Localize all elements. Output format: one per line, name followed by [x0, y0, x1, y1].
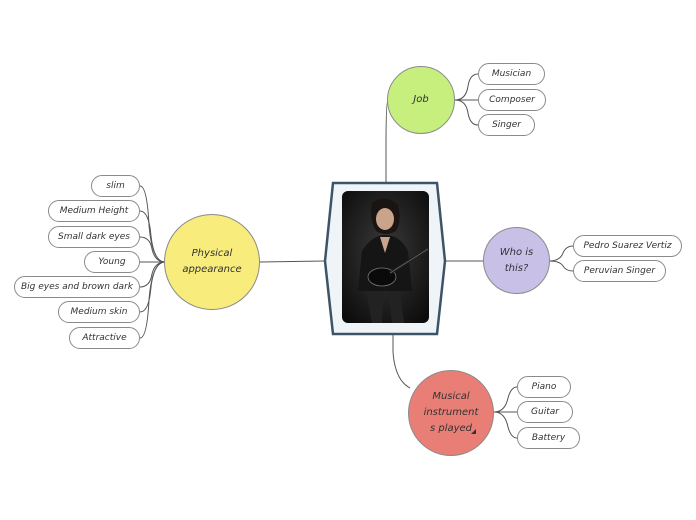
leaf-medium-height[interactable]: Medium Height — [48, 200, 140, 222]
leaf-big-eyes-and-brown-dark[interactable]: Big eyes and brown dark — [14, 276, 140, 298]
singer-photo-icon[interactable] — [342, 191, 429, 323]
node-who-label: Who is this? — [499, 246, 534, 274]
leaf-singer[interactable]: Singer — [478, 114, 535, 136]
collapse-toggle-icon[interactable] — [471, 429, 476, 434]
node-physical-appearance[interactable]: Physical appearance — [164, 214, 260, 310]
node-job[interactable]: Job — [387, 66, 455, 134]
node-job-label: Job — [413, 94, 429, 105]
leaf-peruvian-singer[interactable]: Peruvian Singer — [573, 260, 666, 282]
leaf-medium-skin[interactable]: Medium skin — [58, 301, 140, 323]
node-physical-label: Physical appearance — [182, 248, 242, 275]
node-musical-instruments[interactable]: Musical instrument s played — [408, 370, 494, 456]
node-who-is-this[interactable]: Who is this? — [483, 227, 550, 294]
leaf-young[interactable]: Young — [84, 251, 140, 273]
leaf-guitar[interactable]: Guitar — [517, 401, 573, 423]
leaf-attractive[interactable]: Attractive — [69, 327, 140, 349]
leaf-pedro-suarez-vertiz[interactable]: Pedro Suarez Vertiz — [573, 235, 682, 257]
node-instruments-label: Musical instrument s played — [423, 391, 479, 434]
leaf-slim[interactable]: slim — [91, 175, 140, 197]
leaf-musician[interactable]: Musician — [478, 63, 545, 85]
leaf-small-dark-eyes[interactable]: Small dark eyes — [48, 226, 140, 248]
leaf-composer[interactable]: Composer — [478, 89, 546, 111]
leaf-piano[interactable]: Piano — [517, 376, 571, 398]
leaf-battery[interactable]: Battery — [517, 427, 580, 449]
